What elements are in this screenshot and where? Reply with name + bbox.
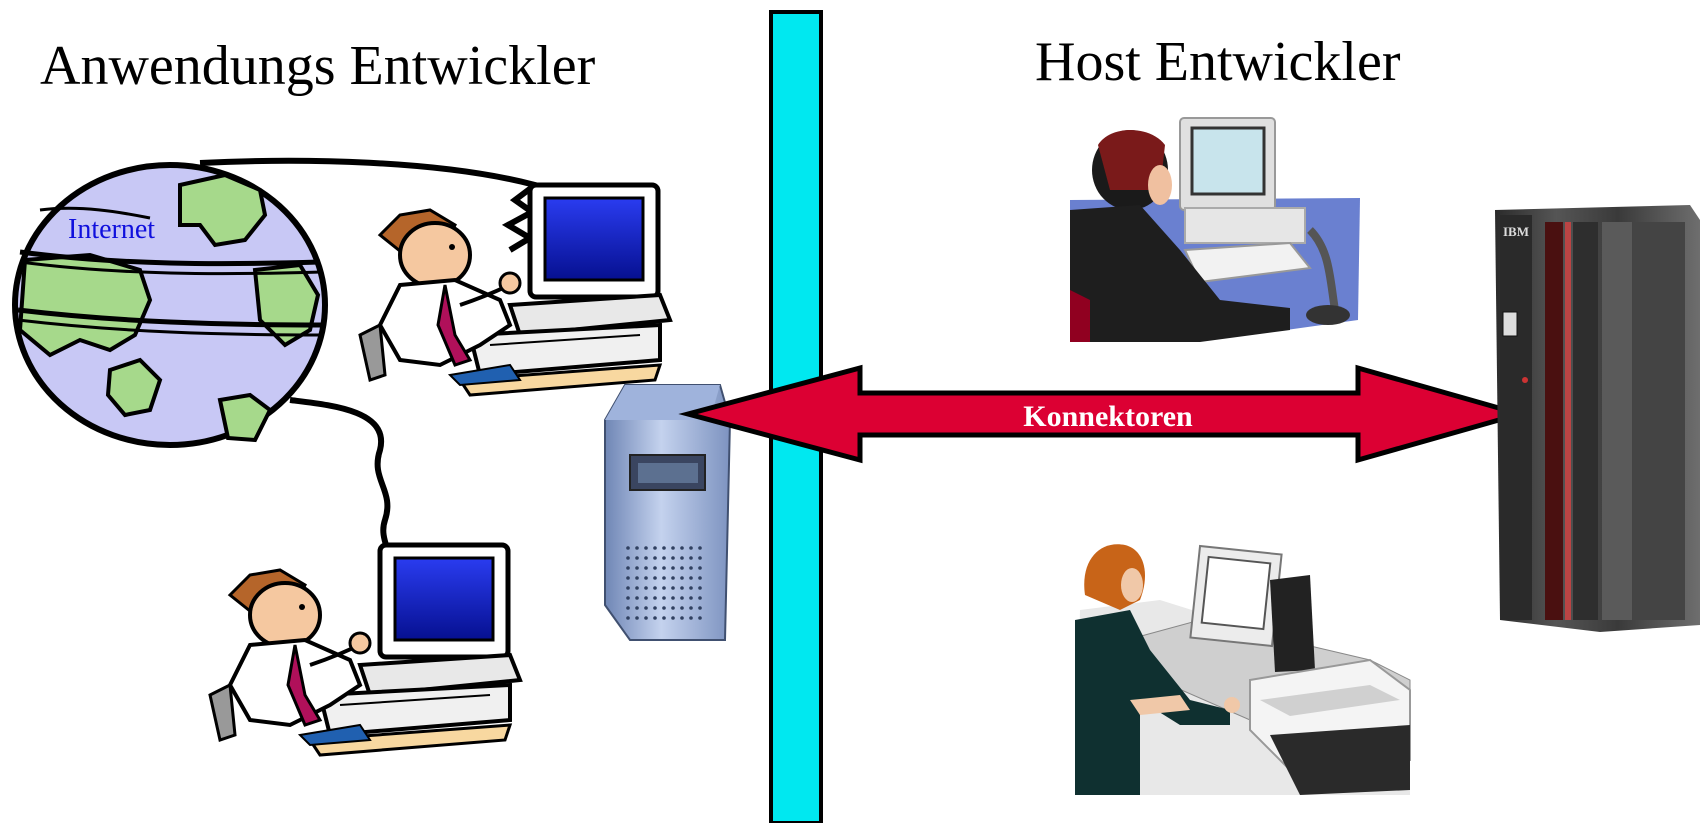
- vent-dot: [626, 546, 630, 550]
- vent-dot: [680, 546, 684, 550]
- vent-dot: [662, 576, 666, 580]
- vent-dot: [653, 586, 657, 590]
- vent-dot: [626, 606, 630, 610]
- vent-dot: [689, 566, 693, 570]
- vent-dot: [671, 566, 675, 570]
- vent-dot: [644, 596, 648, 600]
- vent-dot: [653, 546, 657, 550]
- vent-dot: [635, 586, 639, 590]
- developer-workstation-icon: [208, 542, 523, 757]
- vent-dot: [644, 576, 648, 580]
- connectors-label: Konnektoren: [1023, 400, 1193, 433]
- host-developers-title: Host Entwickler: [1035, 31, 1401, 93]
- vent-dot: [671, 556, 675, 560]
- vent-dot: [644, 616, 648, 620]
- vent-dot: [671, 616, 675, 620]
- vent-dot: [671, 546, 675, 550]
- vent-dot: [662, 616, 666, 620]
- vent-dot: [635, 546, 639, 550]
- vent-dot: [671, 576, 675, 580]
- vent-dot: [662, 556, 666, 560]
- vent-dot: [662, 546, 666, 550]
- vent-dot: [680, 606, 684, 610]
- vent-dot: [653, 616, 657, 620]
- vent-dot: [662, 606, 666, 610]
- mainframe-icon: IBM: [1495, 205, 1700, 632]
- vent-dot: [698, 616, 702, 620]
- connectors-arrow: Konnektoren: [678, 364, 1530, 464]
- vent-dot: [689, 606, 693, 610]
- vent-dot: [680, 596, 684, 600]
- vent-dot: [635, 576, 639, 580]
- vent-dot: [671, 596, 675, 600]
- vent-dot: [626, 576, 630, 580]
- vent-dot: [698, 546, 702, 550]
- vent-dot: [689, 586, 693, 590]
- vent-dot: [653, 576, 657, 580]
- vent-dot: [671, 586, 675, 590]
- vent-dot: [644, 546, 648, 550]
- host-developer-woman-icon: [1075, 544, 1411, 795]
- vent-dot: [698, 576, 702, 580]
- vent-dot: [698, 556, 702, 560]
- vent-dot: [689, 546, 693, 550]
- vent-dot: [689, 576, 693, 580]
- vent-dot: [662, 596, 666, 600]
- ibm-logo: IBM: [1503, 224, 1529, 239]
- globe-icon: Internet: [12, 162, 328, 448]
- vent-dot: [635, 566, 639, 570]
- vent-dot: [662, 586, 666, 590]
- vent-dot: [644, 606, 648, 610]
- application-developers-title: Anwendungs Entwickler: [40, 35, 596, 97]
- host-developer-man-icon: [1070, 117, 1360, 342]
- vent-dot: [626, 596, 630, 600]
- vent-dot: [626, 556, 630, 560]
- vent-dot: [635, 616, 639, 620]
- vent-dot: [680, 616, 684, 620]
- vent-dot: [626, 586, 630, 590]
- vent-dot: [689, 596, 693, 600]
- vent-dot: [653, 556, 657, 560]
- vent-dot: [635, 606, 639, 610]
- vent-dot: [662, 566, 666, 570]
- vent-dot: [680, 576, 684, 580]
- vent-dot: [644, 566, 648, 570]
- vent-dot: [680, 586, 684, 590]
- vent-dot: [680, 566, 684, 570]
- vent-dot: [626, 616, 630, 620]
- vent-dot: [689, 556, 693, 560]
- vent-dot: [635, 556, 639, 560]
- vent-dot: [653, 606, 657, 610]
- vent-dot: [644, 586, 648, 590]
- vent-dot: [671, 606, 675, 610]
- vent-dot: [653, 566, 657, 570]
- server-tower-icon: [604, 384, 732, 641]
- vent-dot: [698, 606, 702, 610]
- developer-workstation-icon: [358, 182, 673, 397]
- vent-dot: [635, 596, 639, 600]
- vent-dot: [653, 596, 657, 600]
- vent-dot: [698, 586, 702, 590]
- vent-dot: [698, 596, 702, 600]
- vent-dot: [680, 556, 684, 560]
- vent-dot: [644, 556, 648, 560]
- vent-dot: [626, 566, 630, 570]
- internet-label: Internet: [68, 214, 155, 245]
- vent-dot: [698, 566, 702, 570]
- vent-dot: [689, 616, 693, 620]
